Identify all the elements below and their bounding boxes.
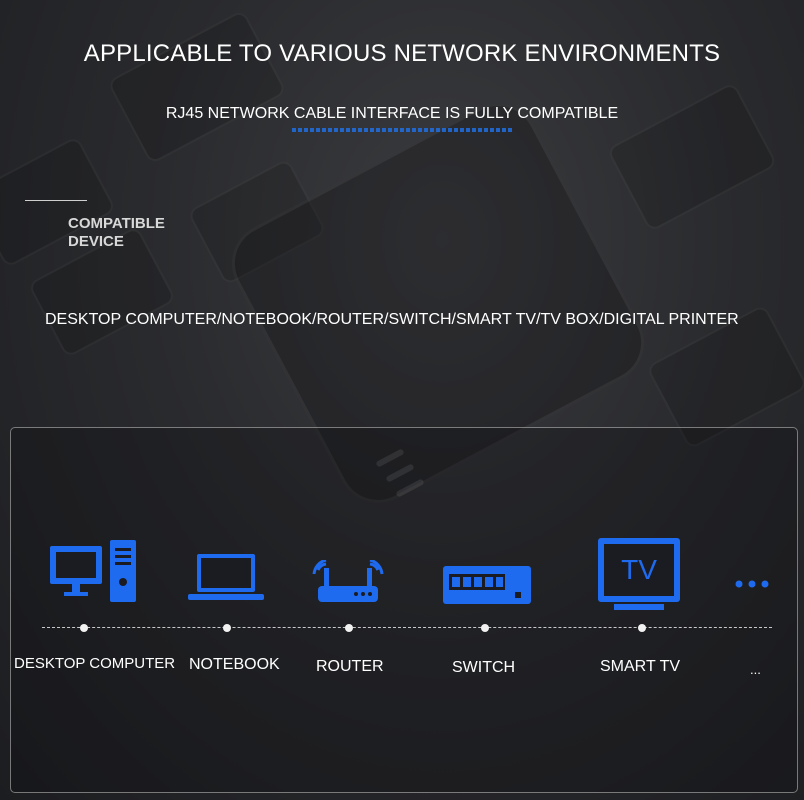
device-timeline bbox=[42, 627, 772, 628]
switch-icon bbox=[443, 566, 531, 604]
device-label-smart-tv: SMART TV bbox=[600, 658, 681, 675]
device-label-notebook: NOTEBOOK bbox=[189, 656, 280, 673]
device-label-switch: SWITCH bbox=[452, 659, 516, 676]
tv-icon-text: TV bbox=[621, 554, 657, 585]
page-title: APPLICABLE TO VARIOUS NETWORK ENVIRONMEN… bbox=[83, 40, 721, 67]
timeline-dot bbox=[638, 624, 646, 632]
router-icon bbox=[312, 560, 384, 602]
device-panel bbox=[10, 427, 798, 793]
timeline-dot bbox=[80, 624, 88, 632]
device-list: DESKTOP COMPUTER/NOTEBOOK/ROUTER/SWITCH/… bbox=[45, 311, 739, 328]
device-label-router: ROUTER bbox=[316, 658, 384, 675]
desktop-computer-icon bbox=[50, 540, 136, 602]
compatible-device-label-line: COMPATIBLE bbox=[68, 215, 165, 232]
background-key bbox=[106, 9, 288, 165]
smart-tv-icon: TV bbox=[598, 538, 682, 612]
device-label-desktop-computer: DESKTOP COMPUTER bbox=[14, 655, 176, 672]
subtitle-underline bbox=[292, 128, 512, 132]
notebook-icon bbox=[188, 554, 264, 600]
page-subtitle: RJ45 NETWORK CABLE INTERFACE IS FULLY CO… bbox=[165, 105, 619, 122]
more-dots-icon bbox=[735, 580, 769, 588]
timeline-dot bbox=[481, 624, 489, 632]
timeline-dot bbox=[223, 624, 231, 632]
device-label-more: ... bbox=[750, 662, 761, 677]
tv-screen: TV bbox=[598, 538, 680, 602]
timeline-dot bbox=[345, 624, 353, 632]
section-divider bbox=[25, 200, 87, 201]
compatible-device-label-line: DEVICE bbox=[68, 233, 124, 250]
tv-stand bbox=[614, 604, 664, 610]
